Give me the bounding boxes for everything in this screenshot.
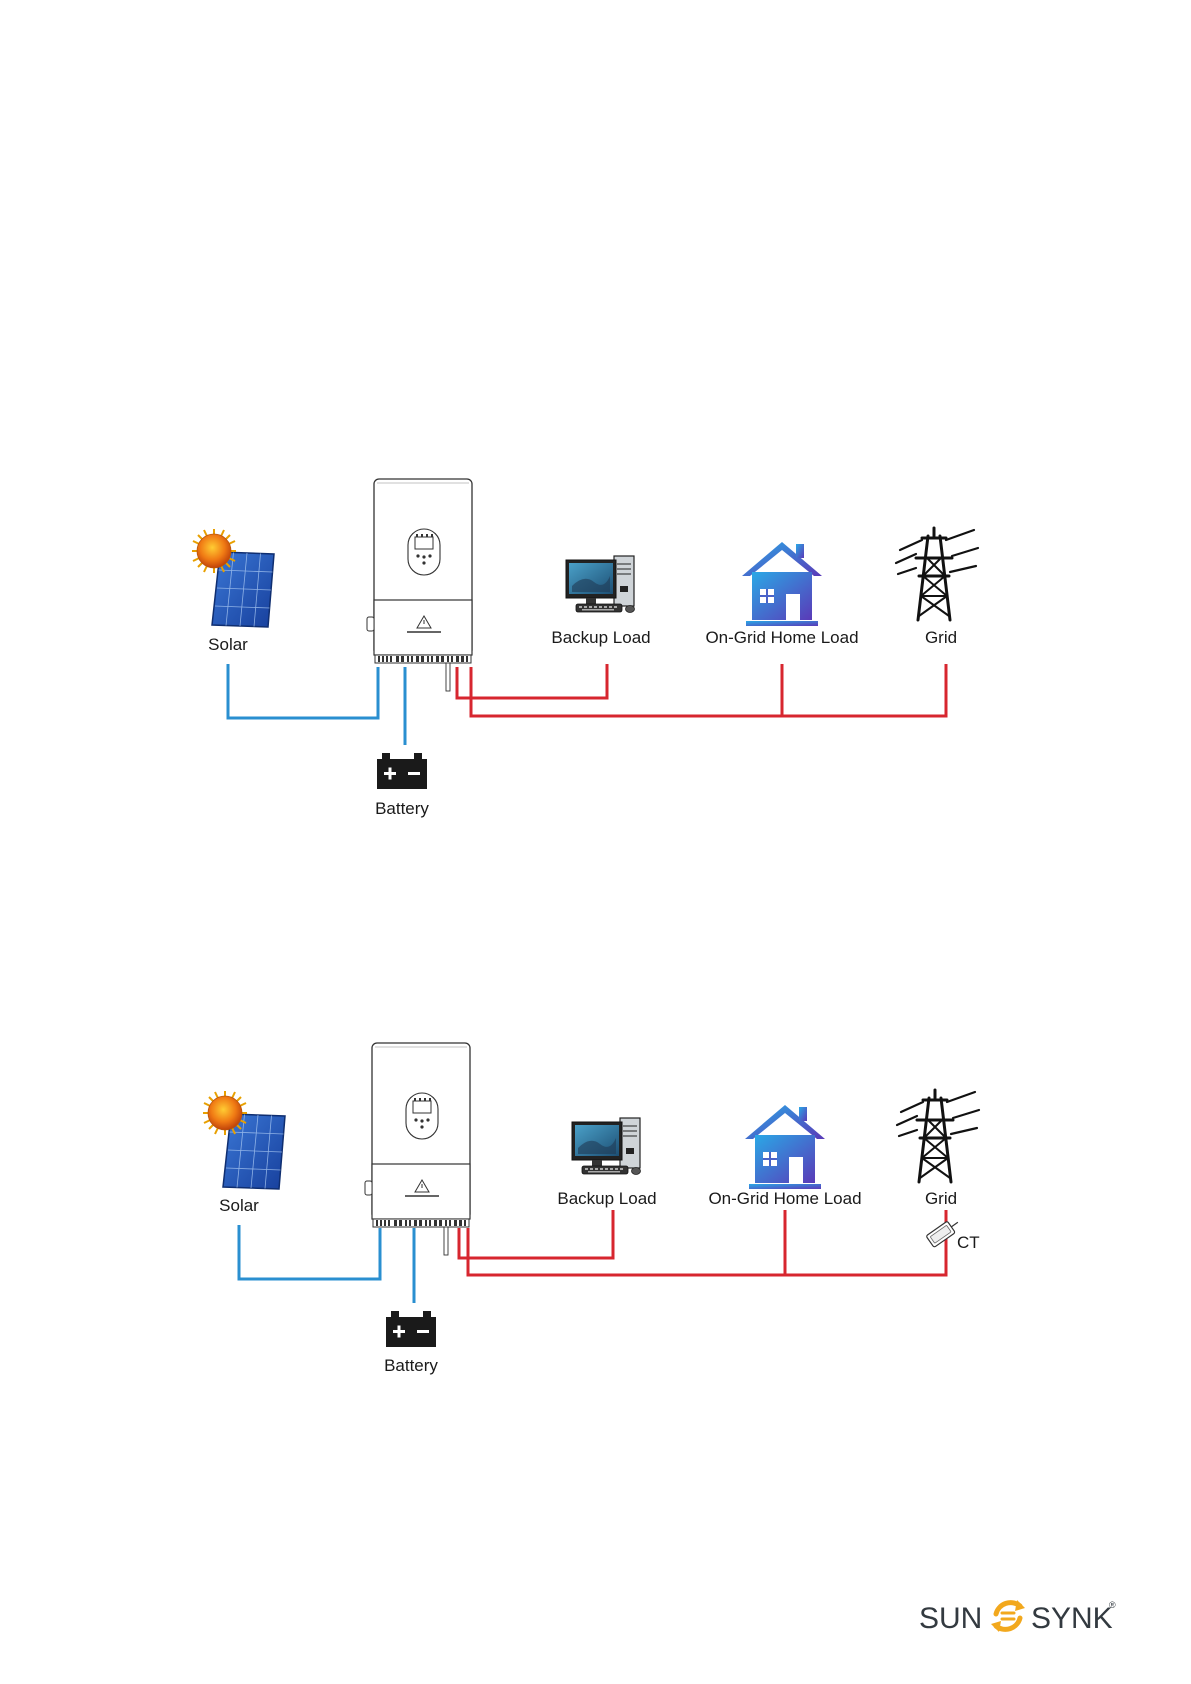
ac-wires-1 (457, 664, 946, 716)
grid-label-1: Grid (925, 628, 957, 647)
diagram-2: Solar Backup Load On-Grid Home Load Grid… (203, 1043, 980, 1375)
backup-wire-1 (457, 664, 607, 698)
ct-label: CT (957, 1233, 980, 1252)
backup-load-label-2: Backup Load (557, 1189, 656, 1208)
battery-icon-2 (386, 1311, 436, 1347)
computer-icon-1 (566, 556, 635, 613)
home-load-label-1: On-Grid Home Load (705, 628, 858, 647)
battery-label-1: Battery (375, 799, 429, 818)
grid-wire-1 (471, 664, 946, 716)
pylon-icon-2 (897, 1090, 979, 1182)
grid-wire-2 (468, 1228, 946, 1275)
solar-panel-icon-2 (203, 1091, 285, 1189)
pylon-icon-1 (896, 528, 978, 620)
diagram-1: Solar Backup Load On-Grid Home Load Grid… (192, 479, 978, 818)
house-icon-1 (742, 542, 822, 626)
inverter-icon-1 (367, 479, 472, 691)
solar-wire-1 (228, 664, 378, 718)
dc-wires-2 (239, 1225, 414, 1303)
computer-icon-2 (572, 1118, 641, 1175)
house-icon-2 (745, 1105, 825, 1189)
sunsynk-logo: SUN SYNK ® (919, 1600, 1116, 1635)
battery-icon-1 (377, 753, 427, 789)
ac-wires-2 (459, 1210, 946, 1275)
backup-wire-2 (459, 1210, 613, 1258)
battery-label-2: Battery (384, 1356, 438, 1375)
logo-word-right: SYNK (1031, 1602, 1113, 1635)
dc-wires-1 (228, 664, 405, 745)
inverter-icon-2 (365, 1043, 470, 1255)
backup-load-label-1: Backup Load (551, 628, 650, 647)
solar-wire-2 (239, 1225, 380, 1279)
home-load-label-2: On-Grid Home Load (708, 1189, 861, 1208)
grid-label-2: Grid (925, 1189, 957, 1208)
logo-mark-icon (991, 1600, 1025, 1632)
logo-registered-mark: ® (1109, 1600, 1116, 1610)
solar-label-1: Solar (208, 635, 248, 654)
solar-panel-icon-1 (192, 529, 274, 627)
logo-word-left: SUN (919, 1602, 982, 1635)
solar-label-2: Solar (219, 1196, 259, 1215)
